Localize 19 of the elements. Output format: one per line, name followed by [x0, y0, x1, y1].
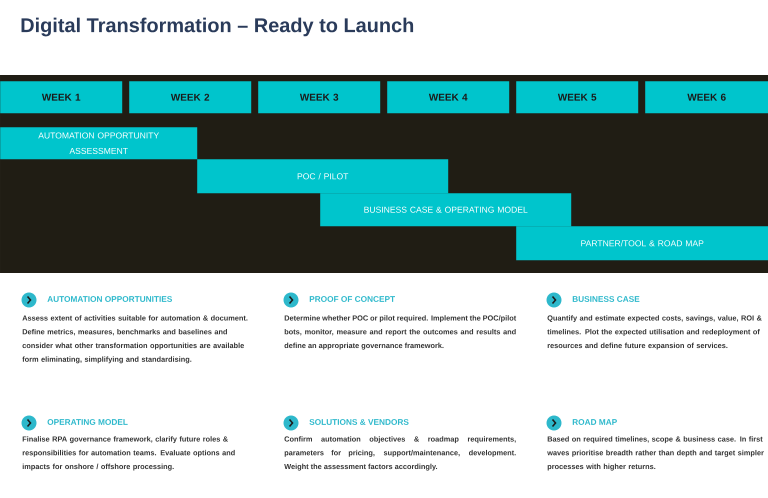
section-heading: ROAD MAP [572, 419, 617, 425]
section-heading: BUSINESS CASE [572, 296, 640, 302]
node-label: POC / PILOT [298, 173, 348, 180]
week-header: WEEK 3 [258, 81, 380, 114]
week-header: WEEK 6 [645, 81, 768, 114]
title: Digital Transformation – Ready to Launch [22, 18, 414, 36]
week-header: WEEK 1 [0, 81, 122, 114]
week-header: WEEK 5 [516, 81, 638, 114]
timeline-bar: BUSINESS CASE & OPERATING MODEL [320, 193, 572, 226]
week-header: WEEK 2 [129, 81, 252, 114]
section-heading: SOLUTIONS & VENDORS [309, 419, 409, 425]
week-header: WEEK 4 [387, 81, 510, 114]
node-label: BUSINESS CASE & OPERATING MODEL [364, 206, 528, 213]
timeline-bar: POC / PILOT [197, 159, 448, 194]
section-heading: PROOF OF CONCEPT [310, 296, 395, 302]
timeline-bar: AUTOMATION OPPORTUNITY ASSESSMENT [0, 127, 198, 160]
section-heading: AUTOMATION OPPORTUNITIES [47, 296, 172, 302]
section-heading: OPERATING MODEL [48, 419, 128, 425]
timeline-bar: PARTNER/TOOL & ROAD MAP [516, 226, 768, 260]
